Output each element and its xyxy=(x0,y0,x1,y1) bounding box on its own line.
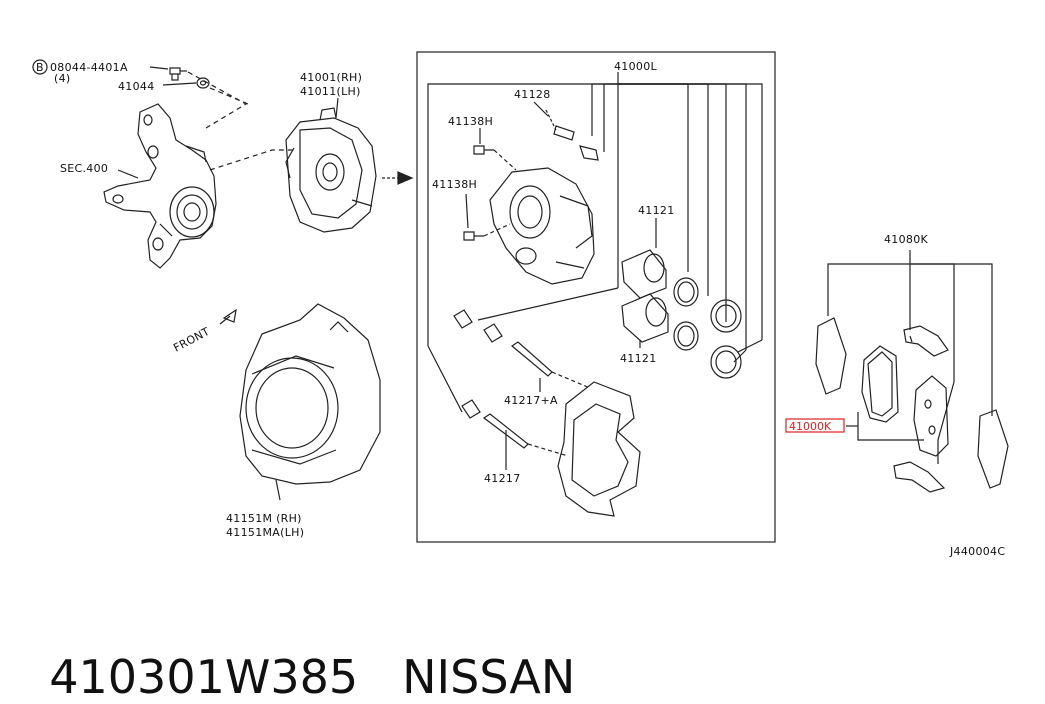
caliper-rh-label: 41001(RH) xyxy=(300,71,362,84)
caliper-body-icon xyxy=(489,167,595,285)
caliper-bracket-icon xyxy=(557,381,641,517)
steering-knuckle-icon xyxy=(103,103,217,269)
shim-icon xyxy=(815,317,1009,489)
baffle-plate-icon xyxy=(239,303,381,485)
pad-ref-highlight-box xyxy=(785,418,845,433)
pin-boot-icon xyxy=(453,309,481,419)
part-caption: 410301W385 NISSAN xyxy=(20,596,575,704)
bolt-b-label: 41138H xyxy=(432,178,477,191)
assembly-arrow-icon xyxy=(382,171,414,185)
caliper-lh-label: 41011(LH) xyxy=(300,85,361,98)
front-label: FRONT xyxy=(171,325,212,355)
front-direction-arrow-icon xyxy=(219,308,237,325)
pad-ref-label: 41000K xyxy=(789,420,832,433)
pin-a-label: 41217+A xyxy=(504,394,558,407)
caliper-assembly-icon xyxy=(285,107,377,233)
piston-seal-icon xyxy=(673,277,742,379)
slide-pin-icon xyxy=(482,323,553,449)
part-number: 410301W385 xyxy=(49,650,359,704)
circled-b-label: B xyxy=(36,61,44,74)
pad-spring-clip-icon xyxy=(893,325,949,493)
plate-rh-label: 41151M (RH) xyxy=(226,512,302,525)
kit-assy-label: 41000L xyxy=(614,60,657,73)
bleeder-label: 41128 xyxy=(514,88,551,101)
piston-a-label: 41121 xyxy=(638,204,675,217)
bolt-a-label: 41138H xyxy=(448,115,493,128)
brake-caliper-exploded-diagram: B 08044-4401A (4) 41044 SEC.400 41001(RH… xyxy=(32,51,1009,558)
plate-lh-label: 41151MA(LH) xyxy=(226,526,304,539)
caliper-kit-frame xyxy=(416,51,776,543)
piston-b-label: 41121 xyxy=(620,352,657,365)
drawing-code-label: J440004C xyxy=(949,545,1005,558)
knuckle-sec-label: SEC.400 xyxy=(60,162,108,175)
brand-name: NISSAN xyxy=(402,650,576,704)
washer-label: 41044 xyxy=(118,80,155,93)
circled-b-icon xyxy=(32,59,48,75)
piston-icon xyxy=(621,249,669,343)
brake-pad-icon xyxy=(861,345,949,457)
bolt-icon xyxy=(169,67,187,81)
washer-icon xyxy=(196,77,210,89)
guide-bolt-icon xyxy=(463,145,494,241)
pad-kit-label: 41080K xyxy=(884,233,928,246)
bleeder-screw-icon xyxy=(545,109,599,161)
pin-b-label: 41217 xyxy=(484,472,521,485)
bolt-qty-label: (4) xyxy=(54,72,70,85)
bolt-spec-label: 08044-4401A xyxy=(50,61,128,74)
